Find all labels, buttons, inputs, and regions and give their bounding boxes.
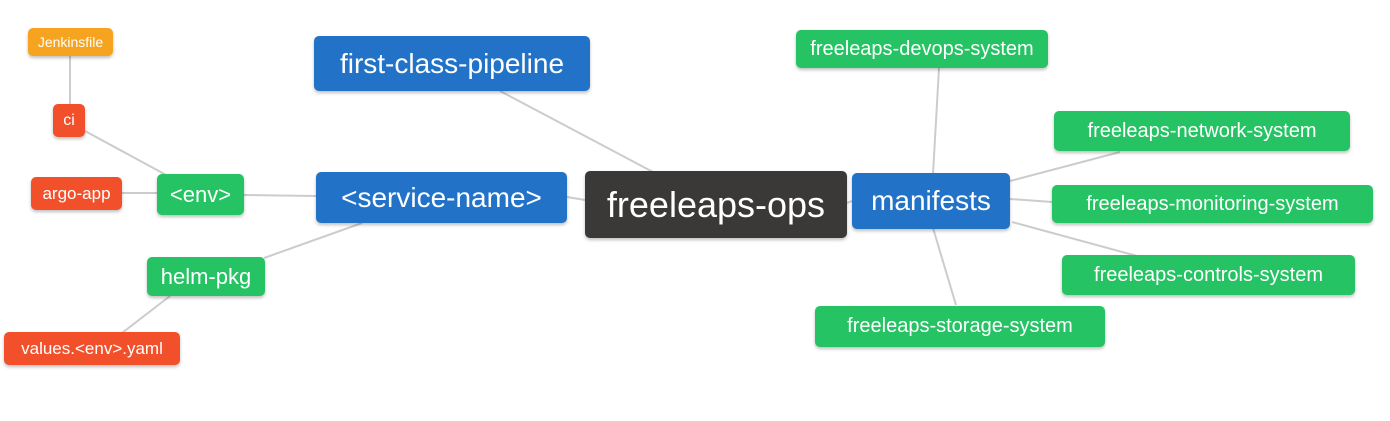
node-manifests[interactable]: manifests: [852, 173, 1010, 229]
node-helm-pkg[interactable]: helm-pkg: [147, 257, 265, 296]
edge-manifests-to-freeleaps-storage-system: [932, 227, 957, 306]
node-first-class-pipeline[interactable]: first-class-pipeline: [314, 36, 590, 91]
node-freeleaps-storage-system[interactable]: freeleaps-storage-system: [815, 306, 1105, 347]
node-jenkinsfile[interactable]: Jenkinsfile: [28, 28, 113, 56]
edge-manifests-to-freeleaps-network-system: [1009, 151, 1121, 182]
edge-manifests-to-freeleaps-devops-system: [932, 67, 940, 175]
node-freeleaps-network-system[interactable]: freeleaps-network-system: [1054, 111, 1350, 151]
node-freeleaps-monitoring-system[interactable]: freeleaps-monitoring-system: [1052, 185, 1373, 223]
node-service-name[interactable]: <service-name>: [316, 172, 567, 223]
node-freeleaps-ops[interactable]: freeleaps-ops: [585, 171, 847, 238]
edge-helm-pkg-to-values-env-yaml: [121, 295, 171, 334]
edge-manifests-to-freeleaps-monitoring-system: [1009, 198, 1053, 203]
edge-env-to-service-name: [242, 194, 317, 197]
edge-service-name-to-freeleaps-ops: [566, 196, 586, 201]
edge-service-name-to-helm-pkg: [263, 222, 363, 259]
edge-freeleaps-ops-to-manifests: [846, 200, 853, 204]
edge-first-class-pipeline-to-freeleaps-ops: [499, 90, 654, 173]
node-freeleaps-controls-system[interactable]: freeleaps-controls-system: [1062, 255, 1355, 295]
node-freeleaps-devops-system[interactable]: freeleaps-devops-system: [796, 30, 1048, 68]
node-env[interactable]: <env>: [157, 174, 244, 215]
node-ci[interactable]: ci: [53, 104, 85, 137]
edge-manifests-to-freeleaps-controls-system: [1011, 221, 1138, 257]
node-values-env-yaml[interactable]: values.<env>.yaml: [4, 332, 180, 365]
edge-ci-to-env: [84, 130, 169, 177]
node-argo-app[interactable]: argo-app: [31, 177, 122, 210]
